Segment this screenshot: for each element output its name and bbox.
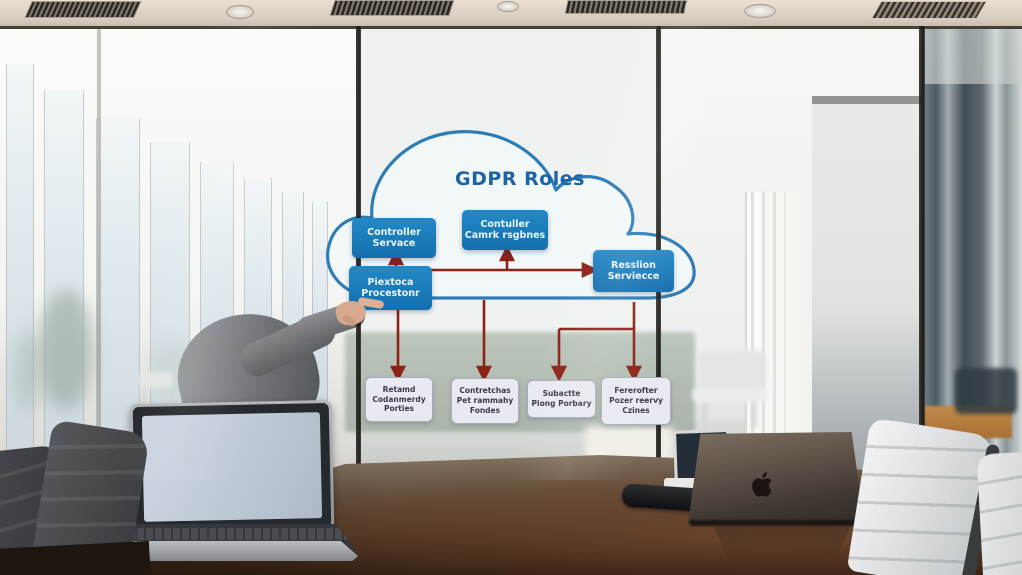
right-glass-reflection [922, 26, 1022, 84]
ceiling-vent [329, 0, 455, 16]
node-reaction-service: Resslion Serviecce [593, 250, 674, 292]
laptop-keys [110, 528, 355, 540]
ceiling-vent [564, 0, 688, 14]
laptop-screen [129, 399, 335, 535]
ceiling-light [497, 1, 519, 12]
sub-node-3: Subactte Piong Porbary [527, 380, 596, 418]
macbook-reflection [713, 526, 851, 568]
tree-reflection [38, 290, 94, 410]
window-pane [6, 64, 34, 484]
sub-node-1: Retamd Codanmerdy Porties [365, 377, 433, 422]
ceiling-vent [24, 1, 142, 18]
sub-node-4: Fererofter Pozer reervy Czines [601, 377, 671, 425]
light-chair-right [846, 417, 1001, 575]
background-chair-silhouette [955, 368, 1017, 414]
ceiling-light [744, 4, 776, 18]
ceiling-vent [870, 1, 988, 19]
tree-reflection [12, 330, 44, 414]
apple-logo-icon [752, 472, 772, 497]
glass-mullion [656, 26, 661, 462]
corridor [812, 96, 922, 482]
diagram-connectors [387, 245, 643, 382]
window-frame-line [97, 26, 101, 456]
macbook-hinge [690, 520, 862, 526]
corridor-soffit [812, 96, 922, 104]
background-chair [692, 350, 772, 428]
macbook-lid [688, 432, 864, 524]
glass-mullion [919, 26, 925, 484]
node-controller-service: Controller Servace [352, 218, 436, 258]
laptop-display [141, 412, 323, 522]
ceiling [0, 0, 1022, 29]
laptop-bezel [132, 402, 332, 532]
ceiling-light [226, 5, 254, 19]
light-chair-right [976, 449, 1022, 575]
sub-node-2: Contretchas Pet rammahy Fondes [451, 378, 519, 424]
node-controller-compliance: Contuller Camrk rsgbnes [462, 210, 548, 250]
window-pane [44, 90, 84, 486]
diagram-title: GDPR Roles [455, 168, 585, 190]
